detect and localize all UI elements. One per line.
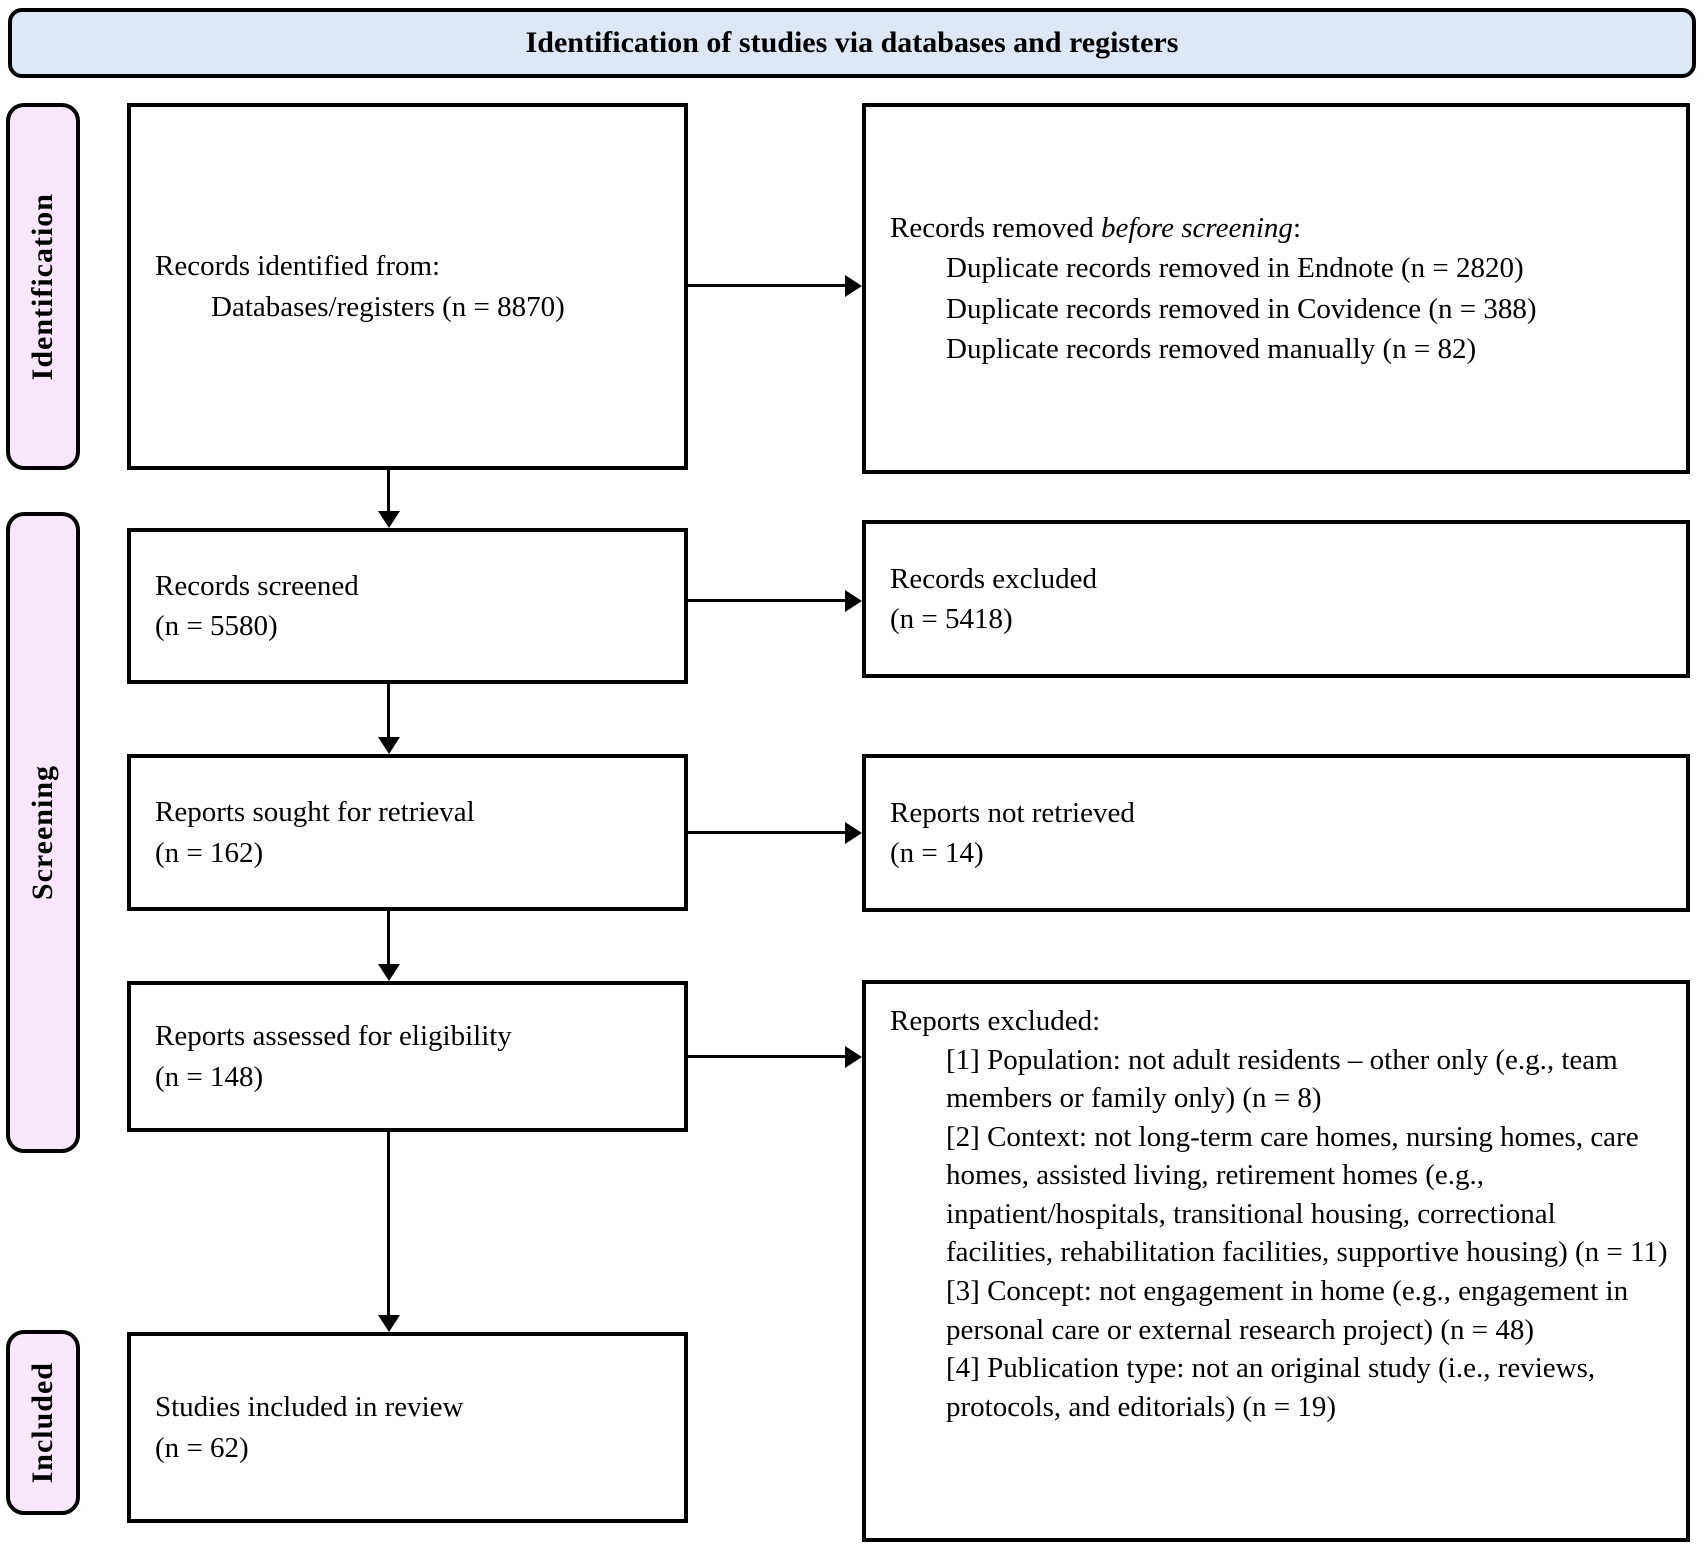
reports-not-retrieved-line2: (n = 14) [890, 837, 984, 869]
records-removed-intro-prefix: Records removed [890, 212, 1101, 245]
reports-excluded-item-1: [1] Population: not adult residents – ot… [946, 1043, 1618, 1115]
studies-included-line2: (n = 62) [155, 1431, 249, 1464]
arrow-shaft [688, 831, 847, 834]
records-screened-line2: (n = 5580) [155, 610, 278, 642]
stage-screening: Screening [6, 512, 80, 1153]
arrow-shaft [688, 284, 847, 287]
box-reports-sought: Reports sought for retrieval (n = 162) [127, 754, 688, 911]
arrow-head-down-icon [378, 737, 400, 754]
box-reports-not-retrieved: Reports not retrieved (n = 14) [862, 754, 1690, 912]
reports-assessed-line2: (n = 148) [155, 1060, 264, 1093]
arrow-shaft [387, 470, 390, 514]
stage-screening-label: Screening [26, 764, 59, 901]
records-removed-item-1: Duplicate records removed in Endnote (n … [946, 252, 1524, 285]
box-records-excluded: Records excluded (n = 5418) [862, 520, 1690, 678]
reports-excluded-title: Reports excluded: [890, 1005, 1101, 1037]
reports-excluded-item-2: [2] Context: not long-term care homes, n… [946, 1120, 1668, 1269]
banner-title-text: Identification of studies via databases … [525, 26, 1179, 59]
arrow-head-right-icon [845, 590, 862, 612]
records-removed-item-2: Duplicate records removed in Covidence (… [946, 292, 1537, 325]
box-reports-assessed: Reports assessed for eligibility (n = 14… [127, 981, 688, 1132]
arrow-head-down-icon [378, 511, 400, 528]
stage-included-label: Included [26, 1361, 59, 1484]
arrow-head-down-icon [378, 964, 400, 981]
records-removed-item-3: Duplicate records removed manually (n = … [946, 332, 1477, 365]
arrow-shaft [688, 1055, 847, 1058]
box-records-identified: Records identified from: Databases/regis… [127, 103, 688, 470]
records-removed-intro: Records removed before screening: [890, 208, 1670, 248]
stage-identification-label: Identification [26, 192, 59, 381]
arrow-head-right-icon [845, 275, 862, 297]
stage-identification: Identification [6, 103, 80, 470]
reports-excluded-item-3: [3] Concept: not engagement in home (e.g… [946, 1274, 1629, 1346]
records-excluded-line2: (n = 5418) [890, 603, 1013, 635]
reports-not-retrieved-line1: Reports not retrieved [890, 796, 1135, 829]
studies-included-line1: Studies included in review [155, 1391, 464, 1424]
box-reports-excluded: Reports excluded: [1] Population: not ad… [862, 980, 1690, 1542]
arrow-head-right-icon [845, 1046, 862, 1068]
arrow-shaft [688, 599, 847, 602]
records-excluded-line1: Records excluded [890, 562, 1097, 595]
reports-excluded-item-4: [4] Publication type: not an original st… [946, 1352, 1596, 1423]
records-removed-intro-italic: before screening [1101, 212, 1293, 245]
banner-title: Identification of studies via databases … [8, 8, 1696, 78]
records-screened-line1: Records screened [155, 569, 359, 602]
box-studies-included: Studies included in review (n = 62) [127, 1332, 688, 1523]
box-records-screened: Records screened (n = 5580) [127, 528, 688, 684]
arrow-head-right-icon [845, 822, 862, 844]
arrow-shaft [387, 684, 390, 739]
arrow-shaft [387, 1132, 390, 1317]
records-removed-intro-suffix: : [1292, 212, 1301, 245]
records-identified-line2: Databases/registers (n = 8870) [211, 290, 565, 323]
arrow-shaft [387, 911, 390, 966]
reports-sought-line1: Reports sought for retrieval [155, 796, 475, 829]
records-identified-line1: Records identified from: [155, 250, 441, 283]
reports-assessed-line1: Reports assessed for eligibility [155, 1020, 512, 1053]
stage-included: Included [6, 1330, 80, 1515]
reports-sought-line2: (n = 162) [155, 836, 264, 869]
arrow-head-down-icon [378, 1315, 400, 1332]
box-records-removed: Records removed before screening: Duplic… [862, 103, 1690, 474]
